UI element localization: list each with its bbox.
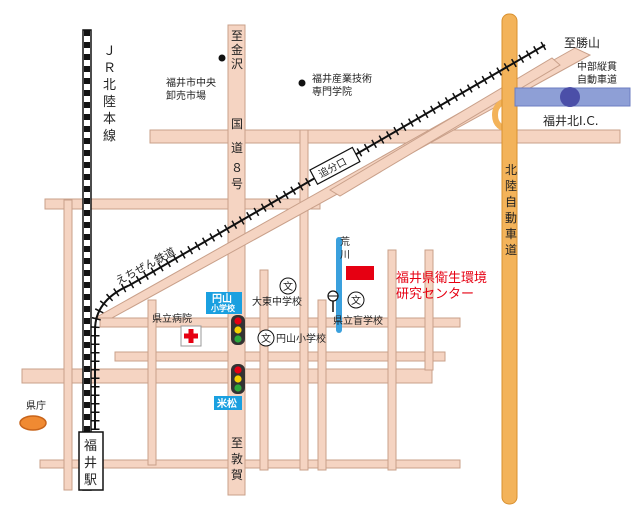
fukui-station-box: 福 井 駅	[78, 431, 104, 491]
expressway-label: 北 陸 自 動 車 道	[505, 163, 517, 257]
enzan-signal-sub: 小学校	[210, 303, 236, 313]
station-char-2: 駅	[84, 473, 97, 488]
school-symbol-daito: 文	[283, 280, 293, 293]
school-icon: 文	[279, 277, 297, 295]
ic-label: 福井北I.C.	[543, 113, 599, 128]
route8-char-3: 号	[231, 177, 243, 191]
road-west-2	[147, 299, 157, 466]
ic-circle	[560, 87, 580, 107]
road-center-2	[299, 129, 309, 471]
jr-label-char-3: 陸	[103, 94, 116, 110]
hospital-icon	[180, 325, 202, 347]
school-symbol-enzan: 文	[261, 332, 271, 345]
tsuruga-char-0: 至	[231, 436, 243, 450]
road-center-1	[259, 269, 269, 471]
traffic-signal-icon	[231, 364, 245, 394]
expressway-char-0: 北	[505, 163, 517, 177]
jr-label-char-4: 本	[103, 112, 116, 127]
road-middle	[99, 317, 461, 328]
route8-char-1: 道	[231, 141, 243, 155]
tsuruga-char-2: 賀	[231, 468, 243, 482]
chubu-line-1: 中部縦貫	[577, 60, 617, 73]
expressway-char-4: 車	[505, 227, 517, 241]
college-line-2: 専門学院	[312, 85, 352, 98]
katsuyama-label: 至勝山	[564, 35, 600, 50]
jr-line-label: Ｊ Ｒ 北 陸 本 線	[103, 44, 116, 144]
traffic-signal-icon	[231, 315, 245, 345]
enzan-signal-badge: 円山 小学校	[206, 292, 242, 314]
road-main-lower	[21, 368, 433, 384]
river-char-0: 荒	[340, 236, 350, 248]
tsuruga-char-1: 敦	[231, 451, 243, 466]
echizen-railway	[90, 41, 548, 430]
high-school-label: 県立盲学校	[333, 314, 383, 327]
road-bottom	[39, 459, 461, 469]
road-route8	[227, 24, 246, 496]
komematsu-signal-label: 米松	[217, 397, 237, 410]
road-lower-middle	[114, 351, 446, 362]
jr-hokuriku-line	[82, 29, 92, 491]
river-char-1: 川	[340, 250, 350, 261]
road-east-1	[387, 249, 397, 471]
college-line-1: 福井産業技術	[312, 72, 372, 85]
station-char-0: 福	[84, 439, 97, 454]
route8-char-0: 国	[231, 117, 243, 131]
target-building	[346, 266, 374, 280]
kanazawa-char-1: 金	[231, 42, 243, 57]
expressway-char-3: 動	[505, 211, 517, 225]
expressway-char-5: 道	[505, 243, 517, 257]
road-west-1	[63, 199, 73, 491]
hospital-label: 県立病院	[152, 312, 192, 325]
komematsu-signal-badge: 米松	[214, 396, 242, 410]
road-center-3	[317, 299, 327, 471]
school-symbol-mou: 文	[351, 294, 361, 307]
kanazawa-char-2: 沢	[231, 57, 243, 71]
kencho-marker	[19, 415, 47, 431]
jr-label-char-5: 線	[103, 128, 116, 144]
market-line-2: 卸売市場	[166, 89, 206, 102]
poi-dot-icon	[218, 54, 226, 62]
route8-char-2: ８	[231, 161, 243, 175]
expressway-char-2: 自	[505, 195, 517, 209]
enzan-signal-label: 円山	[212, 292, 232, 305]
route8-label: 至 金 沢 国 道 ８ 号	[231, 29, 243, 191]
tsuruga-label: 至 敦 賀	[231, 436, 243, 482]
jr-label-char-0: Ｊ	[103, 44, 116, 59]
target-line-2: 研究センター	[396, 287, 474, 302]
hokuriku-expressway	[501, 13, 518, 505]
school-icon: 文	[257, 329, 275, 347]
daito-school-label: 大東中学校	[252, 295, 302, 308]
kanazawa-char-0: 至	[231, 29, 243, 43]
chubu-line-2: 自動車道	[577, 73, 617, 86]
jr-label-char-2: 北	[103, 78, 116, 93]
expressway-char-1: 陸	[505, 179, 517, 193]
poi-dot-icon	[298, 79, 306, 87]
station-char-1: 井	[84, 456, 97, 471]
bus-stop-icon	[327, 290, 339, 312]
target-line-1: 福井県衛生環境	[396, 271, 487, 286]
school-icon: 文	[347, 291, 365, 309]
jr-label-char-1: Ｒ	[103, 61, 116, 76]
market-line-1: 福井市中央	[166, 76, 216, 89]
enzan-school-label: 円山小学校	[276, 332, 326, 345]
kencho-label: 県庁	[26, 399, 46, 412]
road-east-2	[424, 249, 434, 371]
